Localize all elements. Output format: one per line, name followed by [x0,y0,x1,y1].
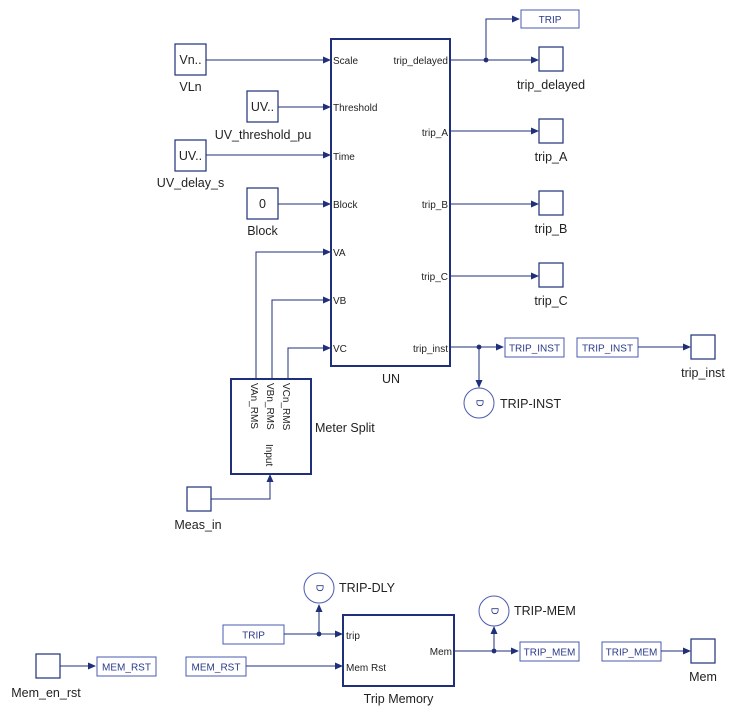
un-input-threshold: Threshold [333,103,377,114]
const-block[interactable]: 0 [246,187,279,220]
port-meas-in-label: Meas_in [174,518,221,532]
wire-trip-tag [485,15,520,60]
un-output-trip-a: trip_A [422,128,448,139]
meter-split-out-va: VAn_RMS [248,383,259,429]
wire-vc [287,344,331,379]
const-uv-delay-value: UV.. [179,149,202,163]
port-mem-label: Mem [689,670,717,684]
un-input-va: VA [333,248,346,259]
tag-trip-from-label: TRIP [242,631,265,642]
port-trip-a-label: trip_A [535,150,568,164]
tag-mem-rst-from-label: MEM_RST [192,663,241,674]
wire-vb [271,296,331,379]
port-trip-b[interactable] [538,190,564,216]
port-trip-delayed-label: trip_delayed [517,78,585,92]
un-output-trip-b: trip_B [422,200,448,211]
port-trip-c-label: trip_C [534,294,567,308]
un-input-block: Block [333,200,358,211]
tag-trip-inst-from-label: TRIP_INST [582,344,633,355]
probe-trip-inst-label: TRIP-INST [500,397,561,411]
port-trip-b-label: trip_B [535,222,568,236]
tag-trip-mem-goto[interactable]: TRIP_MEM [519,641,580,662]
meter-split-input: Input [263,444,274,466]
un-input-vc: VC [333,344,347,355]
port-mem[interactable] [690,638,716,664]
trip-memory-output-mem: Mem [430,647,452,658]
port-trip-c[interactable] [538,262,564,288]
meter-split-block[interactable]: VAn_RMS VBn_RMS VCn_RMS Input [230,378,312,475]
port-trip-inst-label: trip_inst [681,366,725,380]
port-mem-en-rst-label: Mem_en_rst [11,686,81,700]
tag-trip-inst-goto[interactable]: TRIP_INST [504,337,565,358]
port-trip-a[interactable] [538,118,564,144]
const-vln-value: Vn.. [179,53,201,67]
probe-trip-dly[interactable]: D [303,572,335,604]
probe-trip-dly-glyph: D [313,584,324,591]
tag-trip-mem-goto-label: TRIP_MEM [524,648,576,659]
const-uv-threshold-value: UV.. [251,100,274,114]
const-uv-delay-label: UV_delay_s [157,176,224,190]
tag-trip-mem-from[interactable]: TRIP_MEM [601,641,662,662]
junction-trip-delayed [483,57,489,63]
un-output-trip-delayed: trip_delayed [394,56,448,67]
const-uv-threshold-label: UV_threshold_pu [215,128,312,142]
tag-mem-rst-goto-label: MEM_RST [102,663,151,674]
meter-split-out-vb: VBn_RMS [264,383,275,430]
un-input-scale: Scale [333,56,358,67]
trip-memory-input-mem-rst: Mem Rst [346,663,386,674]
wire-va [255,248,331,379]
un-block[interactable]: Scale Threshold Time Block VA VB VC trip… [330,38,451,367]
tag-trip-inst-goto-label: TRIP_INST [509,344,560,355]
tag-mem-rst-goto[interactable]: MEM_RST [96,656,157,677]
meter-split-label: Meter Split [315,421,375,435]
const-uv-threshold[interactable]: UV.. [246,90,279,123]
un-input-time: Time [333,152,355,163]
const-block-value: 0 [259,197,266,211]
port-mem-en-rst[interactable] [35,653,61,679]
port-meas-in[interactable] [186,486,212,512]
const-block-label: Block [247,224,278,238]
un-block-label: UN [382,372,400,386]
port-trip-delayed[interactable] [538,46,564,72]
tag-trip-inst-from[interactable]: TRIP_INST [576,337,639,358]
trip-memory-block[interactable]: trip Mem Rst Mem [342,614,455,687]
const-uv-delay[interactable]: UV.. [174,139,207,172]
probe-trip-inst[interactable]: D [463,387,495,419]
probe-trip-mem-glyph: D [488,607,499,614]
un-output-trip-c: trip_C [421,272,448,283]
trip-memory-label: Trip Memory [364,692,434,706]
tag-trip-goto-label: TRIP [539,15,562,26]
un-input-vb: VB [333,296,347,307]
trip-memory-input-trip: trip [346,631,360,642]
tag-mem-rst-from[interactable]: MEM_RST [185,656,247,677]
probe-trip-inst-glyph: D [473,399,484,406]
tag-trip-goto[interactable]: TRIP [520,9,580,29]
wire-meas-in [211,474,274,500]
const-vln[interactable]: Vn.. [174,43,207,76]
tag-trip-from[interactable]: TRIP [222,624,285,645]
const-vln-label: VLn [179,80,201,94]
tag-trip-mem-from-label: TRIP_MEM [606,648,658,659]
port-trip-inst[interactable] [690,334,716,360]
probe-trip-mem[interactable]: D [478,595,510,627]
probe-trip-dly-label: TRIP-DLY [339,581,396,595]
un-output-trip-inst: trip_inst [413,344,448,355]
probe-trip-mem-label: TRIP-MEM [514,604,576,618]
meter-split-out-vc: VCn_RMS [280,383,291,431]
